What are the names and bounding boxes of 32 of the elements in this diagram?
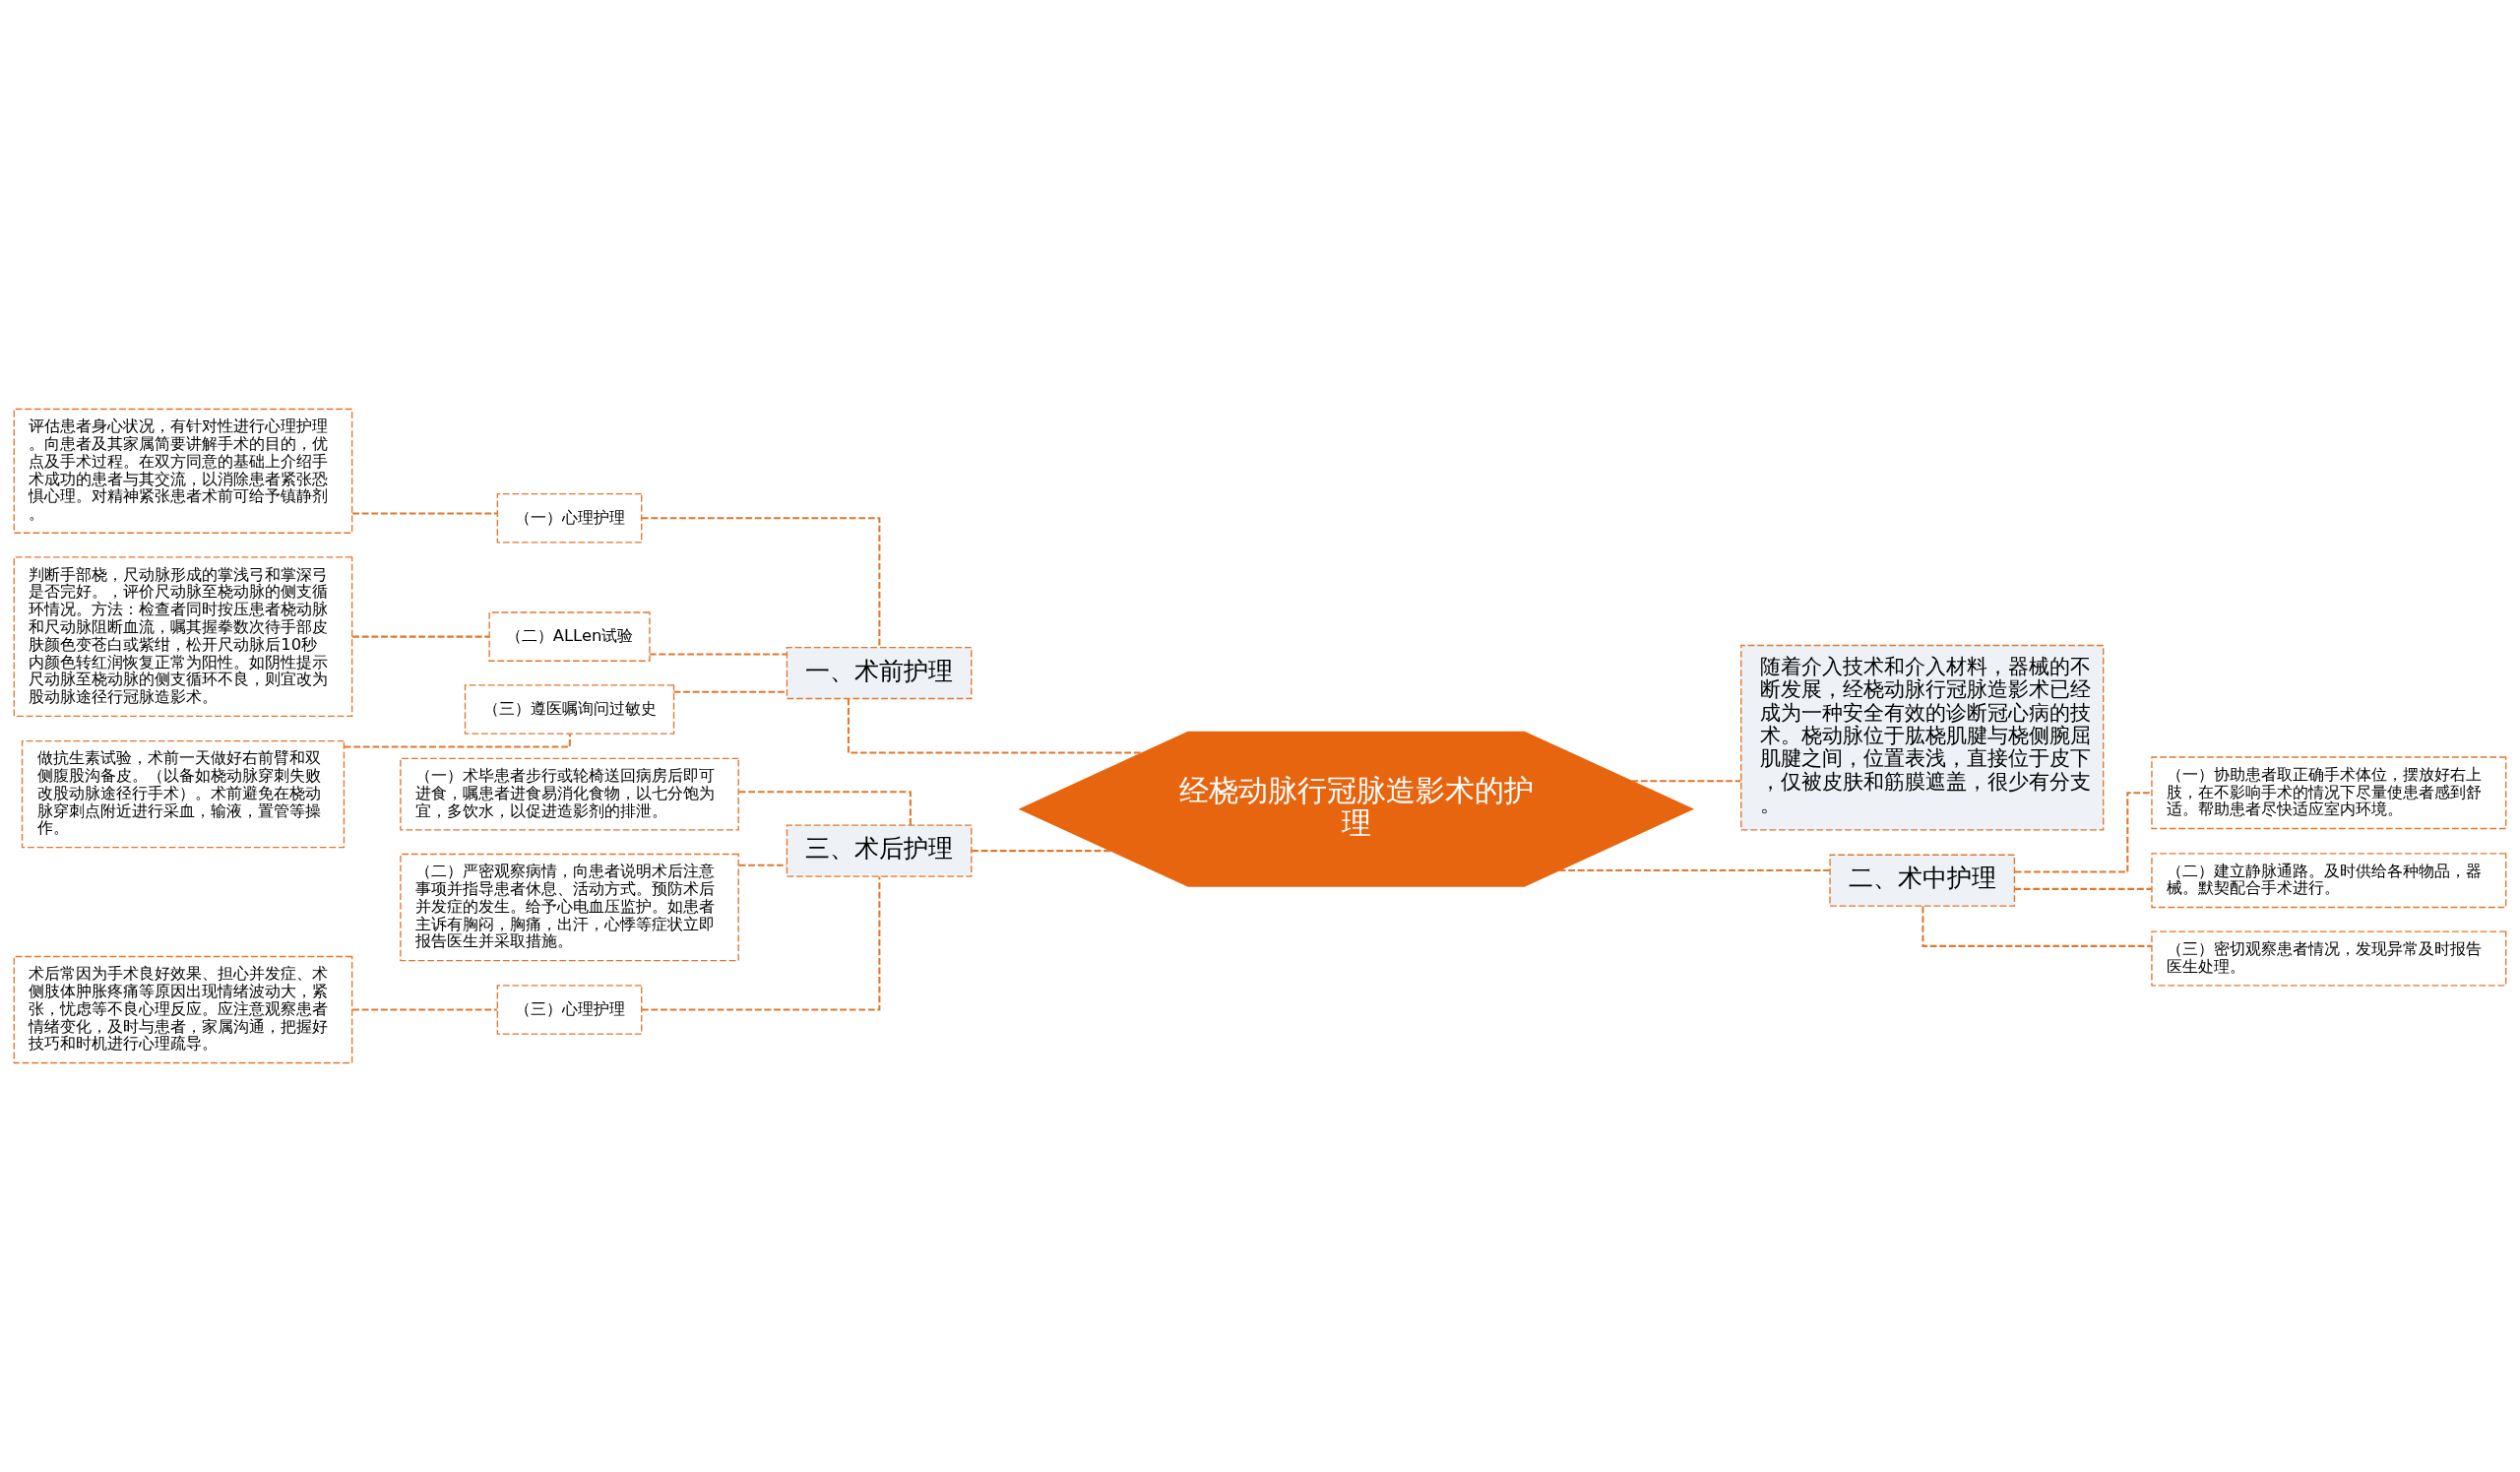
- connector: [641, 876, 881, 1011]
- node-box: （二）严密观察病情，向患者说明术后注意事项并指导患者休息、活动方式。预防术后并发症的发生。给予心电血压监护。如患者主诉有胸闷，胸痛，出汗，心悸等症状立即报告医生并采取措施。: [400, 853, 739, 962]
- node-box: （三）心理护理: [496, 985, 643, 1035]
- node-box: 术后常因为手术良好效果、担心并发症、术侧肢体肿胀疼痛等原因出现情绪波动大，紧张，忧虑等不良心理反应。应注意观察患者情绪变化，及时与患者，家属沟通，把握好技巧和时机进行心理疏导。: [13, 955, 353, 1064]
- node-box: （一）协助患者取正确手术体位，摆放好右上肢，在不影响手术的情况下尽量使患者感到舒适。帮助患者尽快适应室内环境。: [2151, 756, 2507, 830]
- connector: [847, 698, 1143, 754]
- node-box: 三、术后护理: [786, 824, 973, 877]
- node-box: （一）术毕患者步行或轮椅送回病房后即可进食，嘱患者进食易消化食物，以七分饱为宜，多饮水，以促进造影剂的排泄。: [400, 757, 739, 831]
- node-box: 做抗生素试验，术前一天做好右前臂和双侧腹股沟备皮。（以备如桡动脉穿刺失败改股动脉途径行手术）。术前避免在桡动脉穿刺点附近进行采血，输液，置管等操作。: [21, 739, 346, 849]
- node-box: （三）遵医嘱询问过敏史: [464, 684, 675, 735]
- node-box: 随着介入技术和介入材料，器械的不断发展，经桡动脉行冠脉造影术已经成为一种安全有效的诊断冠心病的技术。桡动脉位于肱桡肌腱与桡侧腕屈肌腱之间，位置表浅，直接位于皮下，仅被皮肤和筋膜遮盖，很少有分支。: [1740, 644, 2105, 831]
- connector: [352, 635, 489, 638]
- connector: [738, 864, 788, 866]
- connector: [641, 517, 881, 648]
- node-box: 判断手部桡，尺动脉形成的掌浅弓和掌深弓是否完好。，评价尺动脉至桡动脉的侧支循环情况。方法：检查者同时按压患者桡动脉和尺动脉阻断血流，嘱其握拳数次待手部皮肤颜色变苍白或紫绀，松开尺动脉后10秒内颜色转红润恢复正常为阳性。如阴性提示尺动脉至桡动脉的侧支循环不良，则宜改为股动脉途径行冠脉造影术。: [13, 556, 353, 717]
- connector: [649, 653, 788, 656]
- node-box: 一、术前护理: [786, 646, 973, 700]
- connector: [1558, 869, 1830, 872]
- connector: [972, 850, 1111, 853]
- node-box: （一）心理护理: [496, 492, 643, 544]
- connector: [1922, 906, 2152, 947]
- connector: [344, 734, 571, 748]
- node-box: 二、术中护理: [1829, 854, 2016, 907]
- connector: [1631, 780, 1741, 783]
- connector: [2014, 887, 2152, 890]
- node-box: （三）密切观察患者情况，发现异常及时报告医生处理。: [2151, 930, 2507, 987]
- node-box: 评估患者身心状况，有针对性进行心理护理。向患者及其家属简要讲解手术的目的，优点及手术过程。在双方同意的基础上介绍手术成功的患者与其交流，以消除患者紧张恐惧心理。对精神紧张患者术前可给予镇静剂。: [13, 408, 353, 534]
- connector: [673, 690, 788, 693]
- node-box: （二）ALLen试验: [488, 611, 651, 662]
- node-box: （二）建立静脉通路。及时供给各种物品，器械。默契配合手术进行。: [2151, 853, 2507, 909]
- connector: [352, 1008, 497, 1011]
- connector: [352, 512, 497, 515]
